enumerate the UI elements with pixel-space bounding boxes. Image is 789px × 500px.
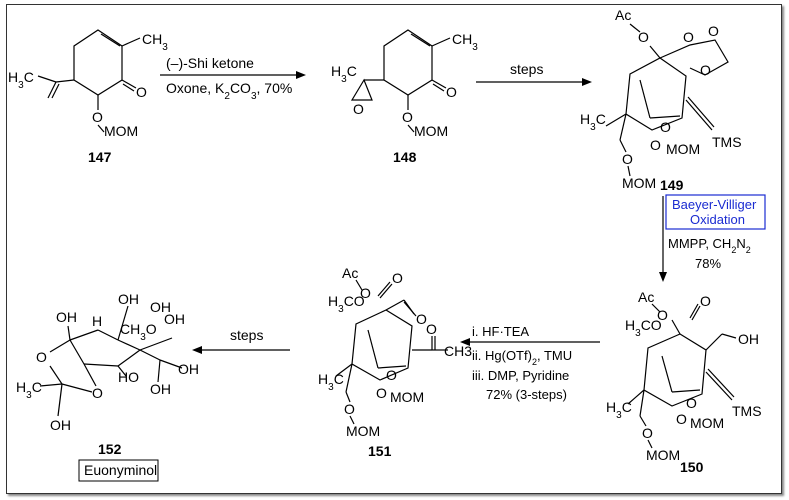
- atom-label: OH: [150, 299, 171, 315]
- compound-number: 147: [88, 149, 112, 165]
- atom-label: OH: [50, 417, 71, 433]
- atom-label: CH3: [142, 31, 168, 53]
- compound-148: H3C O CH3 O O MOM 148: [331, 29, 478, 165]
- atom-label: MOM: [390, 389, 424, 405]
- name-box: [78, 459, 159, 482]
- atom-label: O: [650, 137, 661, 153]
- reagent-label: Oxone, K2CO3, 70%: [166, 80, 292, 102]
- atom-label: H: [92, 313, 102, 329]
- atom-label: O: [686, 395, 697, 411]
- atom-label: O: [92, 385, 103, 401]
- atom-label: O: [642, 425, 653, 441]
- atom-label: O: [446, 84, 457, 100]
- atom-label: CH3: [444, 343, 472, 359]
- atom-label: O: [426, 321, 437, 337]
- compound-number: 148: [393, 149, 417, 165]
- compound-number: 149: [660, 177, 684, 193]
- atom-label: O: [657, 307, 668, 323]
- reagent-label: 78%: [695, 256, 721, 271]
- atom-label: O: [638, 29, 649, 45]
- reaction-name-label: Oxidation: [690, 212, 745, 227]
- atom-label: MOM: [346, 423, 380, 439]
- atom-label: H3CO: [328, 293, 365, 315]
- compound-number: 150: [680, 459, 704, 475]
- atom-label: O: [392, 270, 403, 286]
- atom-label: Ac: [615, 7, 631, 23]
- atom-label: CH3: [452, 31, 478, 53]
- atom-label: TMS: [732, 403, 762, 419]
- atom-label: MOM: [666, 141, 700, 157]
- atom-label: CH3O: [120, 321, 157, 343]
- product-name: Euonyminol: [84, 462, 157, 478]
- atom-label: MOM: [690, 415, 724, 431]
- atom-label: O: [136, 84, 147, 100]
- atom-label: O: [660, 119, 671, 135]
- atom-label: OH: [738, 331, 759, 347]
- atom-label: O: [700, 293, 711, 309]
- highlight-box: [665, 194, 766, 230]
- atom-label: MOM: [622, 175, 656, 191]
- reagent-label: steps: [230, 327, 263, 343]
- atom-label: H3C: [16, 379, 42, 401]
- atom-label: MOM: [104, 123, 138, 139]
- atom-label: O: [36, 349, 47, 365]
- atom-label: HO: [118, 369, 139, 385]
- compound-151: Ac O H3CO O O O CH3 H3C O MOM O O MOM 15…: [318, 265, 472, 459]
- atom-label: OH: [56, 309, 77, 325]
- reaction-arrow-4: i. HF·TEA ii. Hg(OTf)2, TMU iii. DMP, Py…: [460, 324, 600, 402]
- compound-number: 151: [368, 443, 392, 459]
- reagent-label: (–)-Shi ketone: [166, 55, 254, 71]
- atom-label: O: [700, 62, 711, 78]
- atom-label: O: [386, 367, 397, 383]
- atom-label: O: [344, 401, 355, 417]
- atom-label: O: [683, 29, 694, 45]
- atom-label: H3C: [318, 371, 344, 393]
- atom-label: Ac: [638, 289, 654, 305]
- atom-label: O: [676, 411, 687, 427]
- atom-label: O: [622, 151, 633, 167]
- atom-label: O: [402, 109, 413, 125]
- reagent-label: 72% (3-steps): [486, 387, 567, 402]
- reagent-label: i. HF·TEA: [472, 324, 529, 339]
- compound-149: Ac O O O O H3C O MOM O O MOM TMS 149: [580, 7, 742, 193]
- atom-label: H3C: [606, 399, 632, 421]
- atom-label: MOM: [646, 447, 680, 463]
- reaction-arrow-2: steps: [476, 61, 592, 86]
- reaction-arrow-5: steps: [192, 327, 290, 354]
- compound-147: CH3 O H3C O MOM 147: [8, 29, 168, 165]
- reaction-arrow-3: Baeyer-Villiger Oxidation MMPP, CH2N2 78…: [659, 194, 766, 282]
- atom-label: OH: [150, 381, 171, 397]
- atom-label: H3C: [8, 69, 34, 91]
- compound-number: 152: [98, 441, 122, 457]
- reagent-label: ii. Hg(OTf)2, TMU: [472, 348, 572, 367]
- atom-label: OH: [164, 311, 185, 327]
- reagent-label: iii. DMP, Pyridine: [472, 368, 569, 383]
- atom-label: MOM: [414, 123, 448, 139]
- atom-label: O: [708, 23, 719, 39]
- atom-label: TMS: [712, 134, 742, 150]
- atom-label: O: [416, 311, 427, 327]
- atom-label: Ac: [342, 265, 358, 281]
- compound-152: OH H OH OH CH3O OH O HO OH OH H3C O OH 1…: [16, 291, 199, 482]
- atom-label: O: [376, 385, 387, 401]
- atom-label: OH: [178, 361, 199, 377]
- atom-label: O: [353, 101, 364, 117]
- atom-label: O: [92, 109, 103, 125]
- reagent-label: steps: [510, 61, 543, 77]
- atom-label: H3CO: [625, 317, 662, 339]
- reagent-label: MMPP, CH2N2: [668, 236, 751, 255]
- atom-label: H3C: [580, 111, 606, 133]
- atom-label: OH: [118, 291, 139, 307]
- atom-label: O: [360, 285, 371, 301]
- atom-label: H3C: [331, 63, 357, 85]
- compound-150: Ac O H3CO O OH H3C O MOM O O MOM TMS 150: [606, 289, 762, 475]
- reaction-arrow-1: (–)-Shi ketone Oxone, K2CO3, 70%: [160, 55, 306, 102]
- reaction-name-label: Baeyer-Villiger: [672, 197, 757, 212]
